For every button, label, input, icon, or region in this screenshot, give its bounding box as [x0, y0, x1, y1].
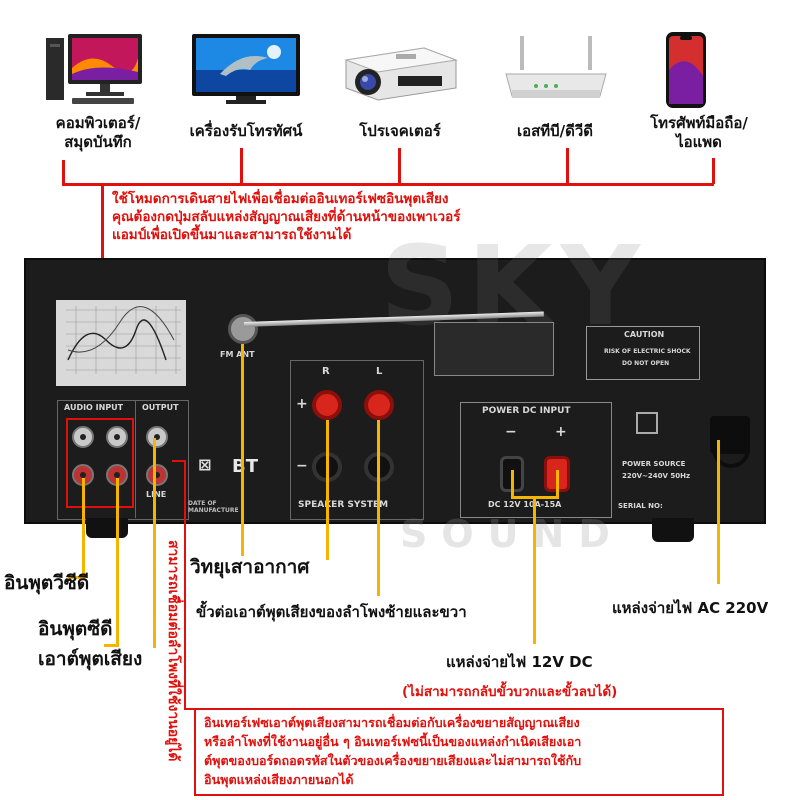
fm-antenna-jack — [228, 314, 258, 344]
caution-sticker — [586, 326, 700, 380]
audio-input-l-jack-1 — [72, 426, 94, 448]
cd-input-callout: อินพุตซีดี เอาต์พุตเสียง — [38, 618, 143, 670]
bracket-tick — [240, 148, 243, 184]
speaker-minus-label: − — [296, 458, 308, 474]
top-note: ใช้โหมดการเดินสายไฟเพื่อเชื่อมต่ออินเทอร… — [112, 191, 461, 243]
speaker-r-label: R — [322, 366, 330, 377]
antenna-leader — [241, 344, 244, 556]
fm-ant-label: FM ANT — [220, 350, 255, 359]
audio-input-l-jack-2 — [106, 426, 128, 448]
phone-icon — [664, 30, 708, 110]
dc-leader-down — [533, 496, 536, 644]
audio-input-highlight — [66, 418, 134, 508]
device-bracket-line — [62, 183, 714, 186]
vcd-leader — [82, 478, 85, 578]
eq-graph — [56, 300, 186, 386]
device-label-phone: โทรศัพท์มือถือ/ไอแพด — [650, 114, 748, 151]
bracket-tick — [566, 148, 569, 184]
projector-icon — [338, 40, 460, 108]
bottom-note-line-4: อินพุตแหล่งเสียงภายนอกได้ — [204, 772, 354, 787]
output-label: OUTPUT — [142, 403, 179, 412]
bracket-tick — [398, 148, 401, 184]
bottom-note-line-1: อินเทอร์เฟซเอาต์พุตเสียงสามารถเชื่อมต่อก… — [204, 715, 580, 730]
device-label-stb-dvd: เอสทีบี/ดีวีดี — [516, 122, 594, 140]
vcd-leader-tail — [68, 576, 85, 579]
chassis-foot — [86, 518, 128, 538]
dc-leader-pos — [556, 470, 559, 498]
computer-icon — [42, 28, 152, 108]
weee-icon: ⊠ — [198, 455, 212, 474]
ac-power-callout: แหล่งจ่ายไฟ AC 220V — [612, 599, 769, 617]
output-r-jack — [146, 464, 168, 486]
dc-power-callout: แหล่งจ่ายไฟ 12V DC — [446, 653, 593, 671]
audio-input-label: AUDIO INPUT — [64, 403, 124, 412]
serial-label: SERIAL NO: — [618, 502, 663, 510]
output-bracket-bottom — [184, 708, 202, 710]
device-label-projector: โปรเจคเตอร์ — [359, 122, 441, 140]
router-icon — [500, 30, 612, 108]
speaker-leader-r — [326, 420, 329, 560]
power-dc-input-label: POWER DC INPUT — [482, 406, 571, 416]
speaker-l-positive-terminal — [364, 390, 394, 420]
dc-spec-label: DC 12V 10A-15A — [488, 500, 562, 509]
speaker-leader-l — [377, 420, 380, 596]
output-l-jack — [146, 426, 168, 448]
dc-plus-label: + — [555, 424, 567, 440]
date-of-manufacture: DATE OF MANUFACTURE — [188, 500, 239, 514]
speaker-l-label: L — [376, 366, 383, 377]
bottom-note-line-2: หรือลำโพงที่ใช้งานอยู่อื่น ๆ อินเทอร์เฟซ… — [204, 734, 582, 749]
device-label-tv: เครื่องรับโทรทัศน์ — [189, 122, 303, 140]
output-line-label: LINE — [146, 490, 167, 499]
ac-leader — [717, 440, 720, 584]
power-dc-plate — [460, 402, 612, 518]
ac-cord-cable — [712, 444, 750, 468]
bracket-tick — [712, 158, 715, 184]
output-bracket-top — [172, 460, 186, 462]
speaker-system-plate — [290, 360, 424, 520]
io-divider — [135, 400, 136, 518]
bottom-note-line-3: ต์พุตของบอร์ดถอดรหัสในตัวของเครื่องขยายเ… — [204, 753, 582, 768]
speaker-r-positive-terminal — [312, 390, 342, 420]
dc-polarity-note: (ไม่สามารถกลับขั้วบวกและขั้วลบได้) — [402, 684, 618, 700]
output-leader — [153, 438, 156, 648]
vcd-input-callout: อินพุตวีซีดี — [4, 572, 90, 594]
speaker-output-callout: ขั้วต่อเอาต์พุตเสียงของลำโพงซ้ายและขวา — [196, 603, 467, 621]
warning-sticker — [434, 322, 554, 376]
dc-minus-label: − — [505, 424, 517, 440]
power-switch — [636, 412, 658, 434]
bt-label: BT — [232, 456, 258, 477]
caution-text-2: DO NOT OPEN — [622, 360, 670, 367]
device-label-computer: คอมพิวเตอร์/สมุดบันทึก — [55, 114, 141, 151]
cd-leader — [116, 478, 119, 646]
watermark-sound: SOUND — [400, 512, 624, 556]
dc-leader-neg — [511, 470, 514, 498]
power-source-label: POWER SOURCE — [622, 460, 686, 468]
cd-leader-tail — [104, 644, 119, 647]
caution-text-1: RISK OF ELECTRIC SHOCK — [604, 348, 691, 355]
speaker-plus-label: + — [296, 396, 308, 412]
caution-label: CAUTION — [624, 330, 665, 339]
chassis-foot — [652, 518, 694, 542]
bracket-tick — [62, 160, 65, 184]
output-bracket-side — [184, 460, 186, 710]
speaker-system-label: SPEAKER SYSTEM — [298, 500, 389, 510]
vertical-output-note: สามารถเชื่อมต่อลำโพงที่ใช้งานอยู่ได้ — [165, 540, 181, 762]
tv-icon — [190, 30, 302, 108]
radio-antenna-callout: วิทยุเสาอากาศ — [190, 556, 310, 578]
bottom-note-box: อินเทอร์เฟซเอาต์พุตเสียงสามารถเชื่อมต่อก… — [194, 708, 724, 796]
power-range-label: 220V~240V 50Hz — [622, 472, 691, 480]
